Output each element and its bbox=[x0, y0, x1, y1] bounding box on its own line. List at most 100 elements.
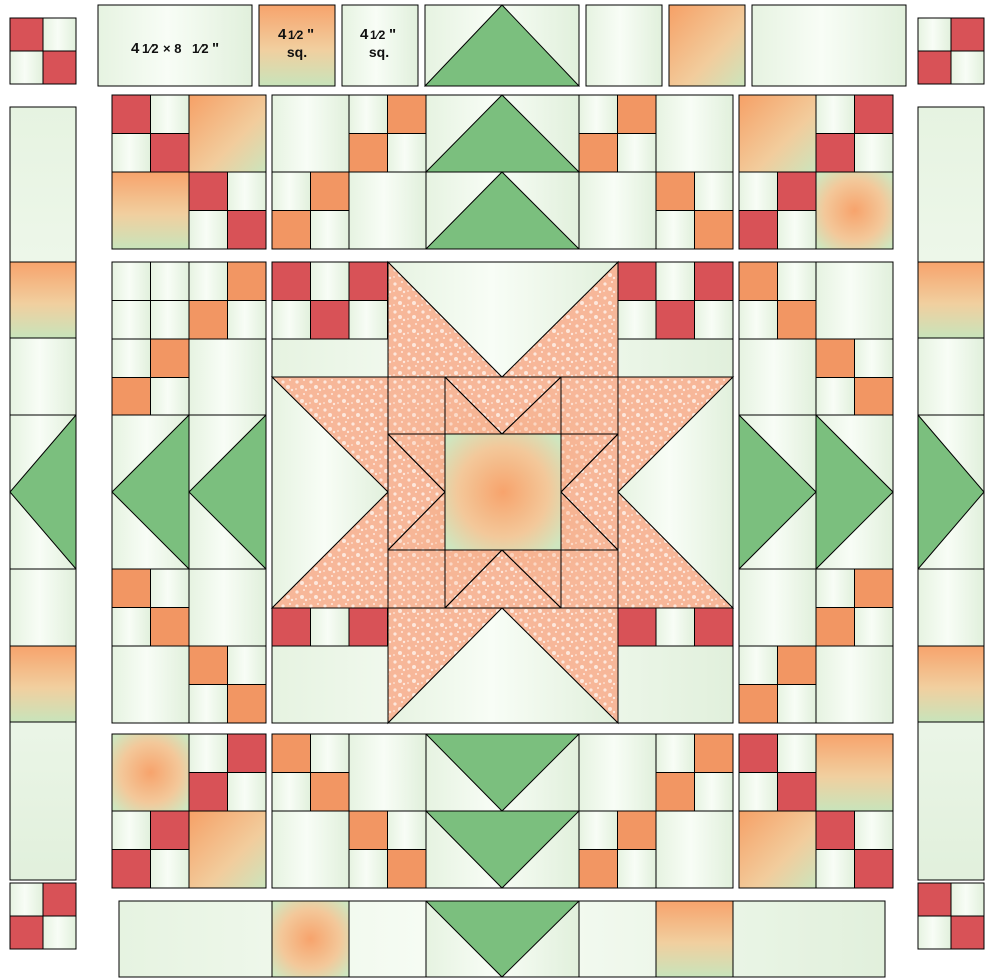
center-peach-square bbox=[445, 434, 561, 550]
four-patch-square bbox=[272, 262, 311, 301]
four-patch-square bbox=[579, 811, 618, 850]
corner-four-patch bbox=[951, 18, 984, 51]
legend-light-square bbox=[586, 5, 662, 86]
four-patch-square bbox=[349, 95, 388, 134]
four-patch-square bbox=[739, 262, 778, 301]
four-patch-square bbox=[695, 301, 734, 340]
light-square bbox=[816, 646, 893, 723]
four-patch-square bbox=[855, 339, 894, 378]
square-size-word: sq. bbox=[369, 44, 389, 60]
light-square bbox=[656, 811, 733, 888]
corner-four-patch bbox=[918, 883, 951, 916]
four-patch-square bbox=[189, 262, 228, 301]
corner-four-patch bbox=[43, 916, 76, 949]
four-patch-square bbox=[816, 134, 855, 173]
corner-four-patch bbox=[10, 883, 43, 916]
bottom-border-peach-square bbox=[272, 901, 349, 977]
four-patch-square bbox=[855, 95, 894, 134]
four-patch-square bbox=[388, 95, 427, 134]
light-square bbox=[349, 172, 426, 249]
side-border-segment bbox=[918, 569, 984, 646]
four-patch-square bbox=[112, 262, 151, 301]
four-patch-square bbox=[816, 95, 855, 134]
four-patch-square bbox=[656, 262, 695, 301]
four-patch-square bbox=[579, 850, 618, 889]
four-patch-square bbox=[311, 172, 350, 211]
side-border-segment bbox=[10, 338, 76, 415]
side-border-peach-square bbox=[10, 262, 76, 338]
peach-square bbox=[739, 95, 816, 172]
four-patch-square bbox=[151, 850, 190, 889]
four-patch-square bbox=[349, 262, 388, 301]
four-patch-square bbox=[695, 172, 734, 211]
square-size-number: 4 bbox=[278, 26, 287, 43]
corner-four-patch bbox=[918, 51, 951, 84]
four-patch-square bbox=[112, 608, 151, 647]
four-patch-square bbox=[349, 134, 388, 173]
light-square bbox=[112, 646, 189, 723]
four-patch-square bbox=[112, 339, 151, 378]
four-patch-square bbox=[816, 339, 855, 378]
four-patch-square bbox=[618, 850, 657, 889]
rect-size-inch: " bbox=[212, 40, 219, 57]
peach-square bbox=[816, 734, 893, 811]
four-patch-square bbox=[778, 646, 817, 685]
light-square bbox=[739, 339, 816, 416]
light-square bbox=[816, 262, 893, 339]
corner-four-patch bbox=[951, 51, 984, 84]
four-patch-square bbox=[272, 301, 311, 340]
four-patch-square bbox=[272, 211, 311, 250]
four-patch-square bbox=[151, 95, 190, 134]
four-patch-square bbox=[778, 734, 817, 773]
light-square bbox=[349, 734, 426, 811]
four-patch-square bbox=[311, 211, 350, 250]
light-square bbox=[579, 172, 656, 249]
bottom-border-peach-square bbox=[656, 901, 733, 977]
corner-four-patch bbox=[918, 18, 951, 51]
corner-four-patch bbox=[43, 18, 76, 51]
four-patch-square bbox=[151, 811, 190, 850]
four-patch-square bbox=[112, 95, 151, 134]
corner-four-patch bbox=[43, 51, 76, 84]
four-patch-square bbox=[695, 734, 734, 773]
peach-square bbox=[112, 172, 189, 249]
legend-light-rect bbox=[752, 5, 906, 86]
four-patch-square bbox=[349, 811, 388, 850]
four-patch-square bbox=[618, 134, 657, 173]
four-patch-square bbox=[695, 262, 734, 301]
rect-size-fraction: 1⁄2 bbox=[192, 41, 209, 56]
four-patch-square bbox=[656, 172, 695, 211]
four-patch-square bbox=[739, 685, 778, 724]
side-border-peach-square bbox=[918, 262, 984, 338]
corner-four-patch bbox=[918, 916, 951, 949]
four-patch-square bbox=[228, 172, 267, 211]
four-patch-square bbox=[228, 262, 267, 301]
four-patch-square bbox=[739, 646, 778, 685]
four-patch-square bbox=[272, 773, 311, 812]
four-patch-square bbox=[816, 811, 855, 850]
peach-square bbox=[112, 734, 189, 811]
four-patch-square bbox=[739, 172, 778, 211]
four-patch-square bbox=[855, 134, 894, 173]
four-patch-square bbox=[112, 378, 151, 417]
four-patch-square bbox=[388, 134, 427, 173]
corner-four-patch bbox=[10, 51, 43, 84]
four-patch-square bbox=[579, 134, 618, 173]
light-square bbox=[579, 734, 656, 811]
square-size-fraction: 1⁄2 bbox=[370, 28, 386, 42]
four-patch-square bbox=[228, 646, 267, 685]
four-patch-square bbox=[112, 134, 151, 173]
square-size-inch: " bbox=[307, 26, 314, 43]
four-patch-square bbox=[151, 262, 190, 301]
side-border-segment bbox=[918, 338, 984, 415]
four-patch-square bbox=[778, 685, 817, 724]
four-patch-square bbox=[816, 850, 855, 889]
four-patch-square bbox=[311, 262, 350, 301]
four-patch-square bbox=[855, 850, 894, 889]
corner-four-patch bbox=[43, 883, 76, 916]
four-patch-square bbox=[228, 301, 267, 340]
four-patch-square bbox=[388, 850, 427, 889]
rect-size-fraction: 1⁄2 bbox=[142, 41, 159, 56]
four-patch-square bbox=[816, 569, 855, 608]
four-patch-square bbox=[855, 608, 894, 647]
